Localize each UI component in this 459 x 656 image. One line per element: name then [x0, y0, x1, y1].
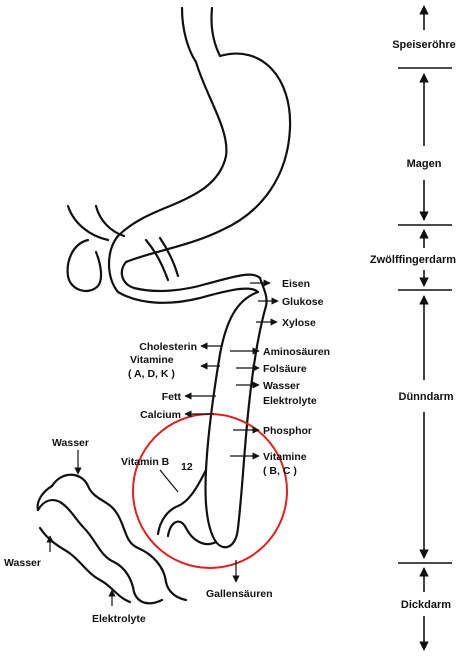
label-glukose: Glukose	[282, 296, 324, 308]
label-vitamin-b-sub: 12	[181, 461, 193, 473]
organ-outline	[38, 8, 290, 603]
label-elektrolyte-bottom: Elektrolyte	[92, 613, 146, 625]
segment-magen: Magen	[407, 158, 442, 170]
label-wasser-left: Wasser	[4, 557, 41, 569]
label-xylose: Xylose	[282, 317, 316, 329]
label-folsaeure: Folsäure	[263, 363, 307, 375]
label-vitamine-left: Vitamine	[130, 354, 174, 366]
label-gallensaeuren: Gallensäuren	[206, 588, 273, 600]
label-wasser-right: Wasser	[263, 380, 300, 392]
label-aminosaeuren: Aminosäuren	[263, 346, 330, 358]
label-vitamine-bc: ( B, C )	[263, 465, 297, 477]
label-elektrolyte-right: Elektrolyte	[263, 395, 317, 407]
segment-duenndarm: Dünndarm	[399, 391, 454, 403]
label-eisen: Eisen	[282, 278, 310, 290]
segment-scale	[398, 6, 452, 650]
segment-zwoelffingerdarm: Zwölffingerdarm	[370, 254, 456, 266]
label-wasser-top: Wasser	[52, 437, 89, 449]
label-calcium: Calcium	[140, 409, 181, 421]
label-vitamine-right: Vitamine	[263, 451, 307, 463]
label-vitamin-b: Vitamin B	[121, 456, 170, 468]
label-cholesterin: Cholesterin	[139, 341, 197, 353]
label-phosphor: Phosphor	[263, 425, 312, 437]
segment-dickdarm: Dickdarm	[401, 599, 451, 611]
segment-speiseroehre: Speiseröhre	[392, 39, 456, 51]
label-vitamine-adk: ( A, D, K )	[128, 368, 175, 380]
label-fett: Fett	[162, 391, 182, 403]
